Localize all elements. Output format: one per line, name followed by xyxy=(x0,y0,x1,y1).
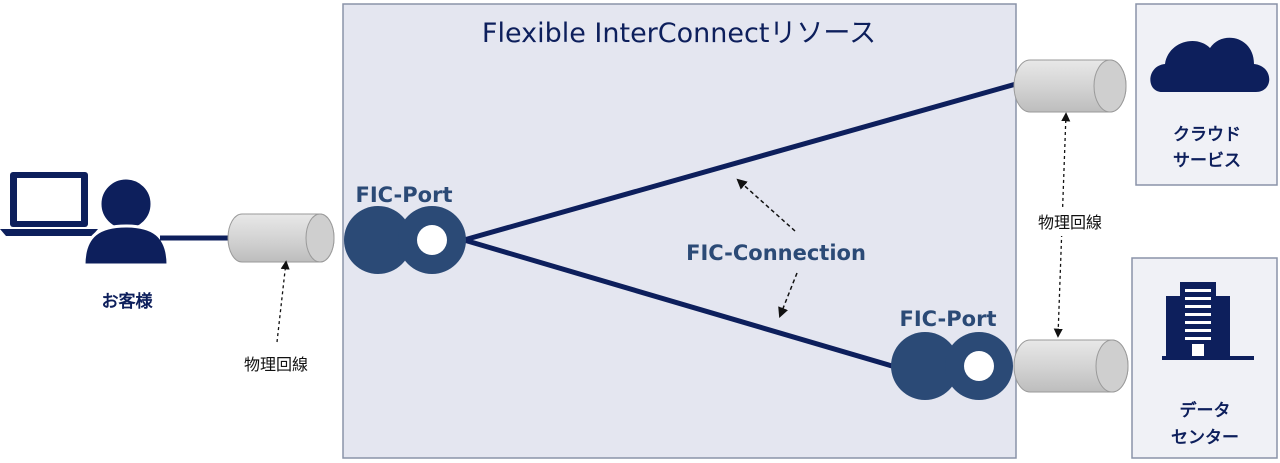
fic-port-label-left: FIC-Port xyxy=(356,183,453,207)
physical-line-arrow-left xyxy=(276,260,290,343)
datacenter-label-line2: センター xyxy=(1171,428,1239,448)
building-icon xyxy=(1162,282,1254,360)
customer-label: お客様 xyxy=(102,291,154,312)
physical-line-label-right: 物理回線 xyxy=(1038,213,1102,232)
resource-title: Flexible InterConnectリソース xyxy=(482,18,876,49)
physical-line-label-left: 物理回線 xyxy=(244,355,308,374)
cloud-service-box xyxy=(1135,3,1278,186)
physical-line-arrow-right xyxy=(1053,112,1071,338)
fic-connection-line-datacenter xyxy=(463,237,893,369)
fic-connection-line-cloud xyxy=(463,81,1017,243)
datacenter-label-line1: データ xyxy=(1180,400,1231,421)
cloud-icon xyxy=(1150,37,1270,92)
cloud-service-label-line2: サービス xyxy=(1173,151,1241,171)
cloud-service-label-line1: クラウド xyxy=(1173,125,1241,145)
physical-line-pipe-datacenter xyxy=(1013,339,1129,393)
fic-connection-arrow-up xyxy=(736,178,796,232)
physical-line-pipe-cloud xyxy=(1013,59,1127,113)
physical-line-pipe-left xyxy=(227,213,335,263)
physical-line-label-bg xyxy=(1024,208,1116,236)
person-icon xyxy=(82,176,170,267)
fic-port-icon-right xyxy=(891,332,1013,400)
fic-connection-label: FIC-Connection xyxy=(686,241,866,265)
fic-port-icon-left xyxy=(344,206,466,274)
laptop-icon xyxy=(0,172,98,236)
fic-connection-arrow-down xyxy=(778,272,798,318)
fic-port-label-right: FIC-Port xyxy=(900,307,997,331)
